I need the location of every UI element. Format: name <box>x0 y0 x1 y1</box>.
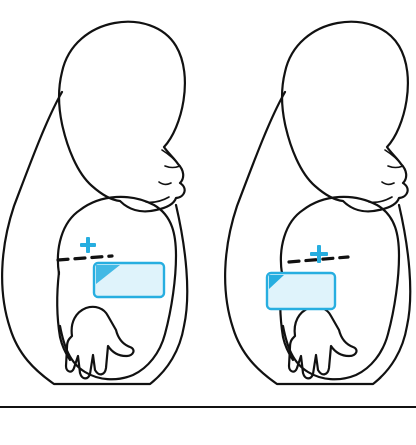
left-patch-icon <box>94 263 164 297</box>
left-panel <box>2 22 187 384</box>
left-baby-outline <box>2 22 187 384</box>
right-baby-outline <box>225 22 410 384</box>
left-arm-guide-dash <box>58 256 112 260</box>
right-patch-icon <box>267 273 335 309</box>
right-panel <box>225 22 410 384</box>
left-plus-icon <box>80 237 96 253</box>
